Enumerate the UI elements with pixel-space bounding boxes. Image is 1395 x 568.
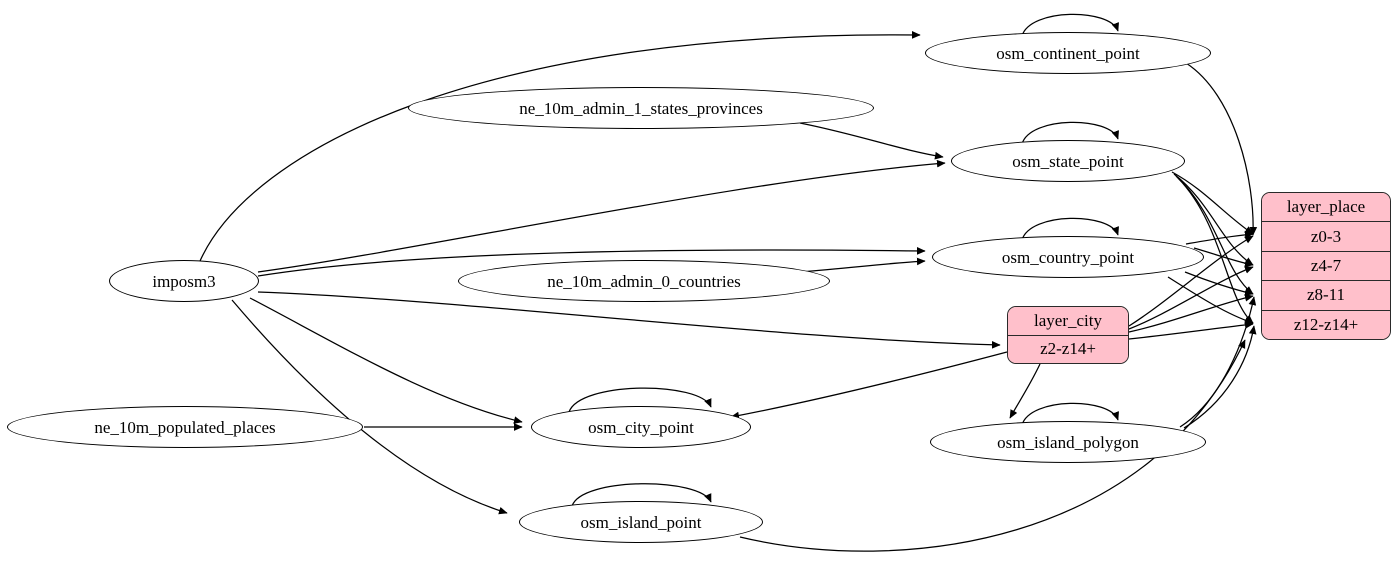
edge-layer_city-to-osm_city_point xyxy=(730,351,1008,420)
record-row-z8-11[interactable]: z8-11 xyxy=(1262,281,1390,311)
edge-osm_island_polygon-to-layer_place-z8-11 xyxy=(1179,296,1257,428)
edge-imposm3-to-osm_island_point xyxy=(231,299,508,515)
edge-ne_10m_admin_1_states_provinces-to-osm_state_point xyxy=(799,122,944,160)
node-label: osm_city_point xyxy=(588,417,694,437)
edge-osm_state_point-to-layer_place-z0-3 xyxy=(1171,171,1254,235)
node-label: osm_country_point xyxy=(1001,247,1135,267)
node-ne_10m_admin_1_states_provinces[interactable]: ne_10m_admin_1_states_provinces xyxy=(408,87,874,129)
edge-osm_island_point-to-layer_place-z12 xyxy=(739,339,1246,552)
edge-imposm3-to-osm_continent_point xyxy=(199,31,921,262)
edge-imposm3-to-osm_country_point xyxy=(257,247,926,277)
node-osm_country_point[interactable]: osm_country_point xyxy=(932,236,1204,278)
edge-osm_state_point-self-loop xyxy=(1021,121,1119,145)
node-ne_10m_admin_0_countries[interactable]: ne_10m_admin_0_countries xyxy=(458,260,830,302)
node-label: ne_10m_admin_1_states_provinces xyxy=(519,98,763,118)
record-row-z4-7[interactable]: z4-7 xyxy=(1262,251,1390,282)
edge-osm_island_point-self-loop xyxy=(571,483,712,507)
node-osm_state_point[interactable]: osm_state_point xyxy=(951,140,1185,182)
edge-osm_country_point-to-layer_place-z12 xyxy=(1167,276,1254,325)
edge-imposm3-to-layer_city xyxy=(257,291,1001,349)
record-header-layer_place: layer_place xyxy=(1262,193,1390,223)
node-osm_island_point[interactable]: osm_island_point xyxy=(519,501,763,543)
node-label: ne_10m_admin_0_countries xyxy=(547,271,741,291)
edge-imposm3-to-osm_city_point xyxy=(249,297,523,424)
node-label: osm_island_polygon xyxy=(997,432,1139,452)
edge-osm_continent_point-self-loop xyxy=(1021,13,1119,37)
edge-layer_city-to-osm_island_polygon xyxy=(1009,363,1041,419)
edge-osm_continent_point-to-layer_place-z0-3 xyxy=(1185,62,1258,236)
edge-layer_city-to-layer_place-z4-7 xyxy=(1128,266,1254,330)
edge-osm_island_polygon-self-loop xyxy=(1021,402,1119,426)
record-row-z0-3[interactable]: z0-3 xyxy=(1262,222,1390,252)
edge-osm_state_point-to-layer_place-z12 xyxy=(1177,177,1254,324)
edge-layer_city-to-layer_place-z8-11 xyxy=(1128,294,1254,333)
node-label: osm_continent_point xyxy=(996,43,1140,63)
node-label: osm_state_point xyxy=(1012,151,1124,171)
edge-osm_country_point-to-layer_place-z0-3 xyxy=(1185,230,1254,245)
record-node-layer_place[interactable]: layer_place z0-3 z4-7 z8-11 z12-z14+ xyxy=(1261,192,1391,340)
edge-layer_city-to-layer_place-z12 xyxy=(1128,321,1254,340)
edge-layer_city-to-layer_place-z0-3 xyxy=(1128,235,1254,327)
node-osm_island_polygon[interactable]: osm_island_polygon xyxy=(930,421,1206,463)
node-label: osm_island_point xyxy=(580,512,702,532)
edge-imposm3-to-osm_state_point xyxy=(257,159,946,273)
record-row-z2-z14plus[interactable]: z2-z14+ xyxy=(1008,335,1128,363)
record-header-layer_city: layer_city xyxy=(1008,307,1128,336)
node-ne_10m_populated_places[interactable]: ne_10m_populated_places xyxy=(7,406,363,448)
edge-osm_state_point-to-layer_place-z4-7 xyxy=(1173,173,1254,266)
node-imposm3[interactable]: imposm3 xyxy=(109,260,259,302)
edge-osm_country_point-to-layer_place-z8-11 xyxy=(1184,271,1254,296)
node-osm_city_point[interactable]: osm_city_point xyxy=(531,406,751,448)
edge-osm_island_polygon-to-layer_place-z12 xyxy=(1183,325,1257,429)
node-label: imposm3 xyxy=(152,271,216,291)
edge-osm_country_point-self-loop xyxy=(1021,217,1119,241)
edge-ne_10m_admin_0_countries-to-osm_country_point xyxy=(799,257,926,273)
node-osm_continent_point[interactable]: osm_continent_point xyxy=(925,32,1211,74)
record-row-z12-z14plus[interactable]: z12-z14+ xyxy=(1262,310,1390,339)
node-label: ne_10m_populated_places xyxy=(94,417,276,437)
record-node-layer_city[interactable]: layer_city z2-z14+ xyxy=(1007,306,1129,364)
edge-osm_city_point-self-loop xyxy=(568,387,712,413)
edge-osm_country_point-to-layer_place-z4-7 xyxy=(1193,247,1254,268)
